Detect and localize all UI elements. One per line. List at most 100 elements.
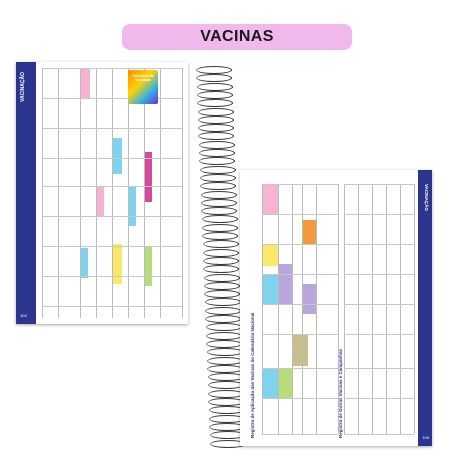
grid-row	[262, 214, 338, 215]
spiral-ring	[199, 149, 236, 157]
spiral-ring	[204, 290, 241, 299]
spiral-ring	[206, 339, 243, 348]
spiral-ring	[205, 323, 242, 332]
spiral-ring	[205, 306, 242, 315]
grid-row	[344, 244, 414, 245]
right-band-label: VACINAÇÃO	[424, 184, 429, 211]
grid-row	[262, 304, 338, 305]
spiral-ring	[196, 66, 232, 74]
grid-col	[302, 184, 303, 434]
grid-cell-cyan	[112, 138, 122, 174]
grid-cell-pink	[80, 68, 90, 98]
spiral-ring	[196, 74, 233, 83]
grid-col	[316, 184, 317, 434]
grid-col	[278, 184, 279, 434]
grid-cell-cyan-2	[128, 186, 136, 226]
right-vaccine-grid-lower	[344, 184, 415, 435]
grid-col	[262, 184, 263, 434]
spiral-binding-icon	[190, 62, 250, 448]
left-page-band: VACINAÇÃO 104	[16, 62, 36, 324]
grid-col	[372, 184, 373, 434]
grid-col	[338, 184, 339, 434]
grid-cell-green	[144, 246, 152, 286]
spiral-ring	[204, 281, 241, 290]
spiral-ring	[197, 99, 234, 108]
spiral-ring	[204, 298, 241, 307]
spiral-ring	[198, 140, 235, 149]
spiral-ring	[207, 381, 244, 390]
grid-cell-yellow	[262, 244, 278, 266]
grid-col	[358, 184, 359, 434]
spiral-ring	[197, 115, 234, 124]
grid-row	[344, 184, 414, 185]
left-page-title: Registro de Aplicação das Vacinas do Cal…	[20, 174, 25, 300]
spiral-ring	[202, 232, 239, 240]
grid-row	[42, 276, 182, 277]
grid-col	[58, 68, 59, 318]
spiral-ring	[200, 198, 237, 207]
cover-illustration	[128, 70, 158, 104]
spiral-ring	[198, 132, 235, 141]
grid-col	[80, 68, 81, 318]
spiral-ring	[207, 364, 244, 373]
spiral-ring	[208, 389, 245, 398]
spiral-ring	[202, 248, 239, 257]
grid-cell-green	[278, 368, 292, 398]
grid-col	[112, 68, 113, 318]
spiral-ring	[196, 82, 233, 91]
spiral-ring	[203, 273, 240, 282]
grid-cell-purple-2	[302, 284, 316, 314]
spiral-ring	[199, 157, 236, 166]
grid-row	[262, 244, 338, 245]
grid-row	[262, 334, 338, 335]
spiral-ring	[206, 356, 243, 365]
spiral-ring	[196, 90, 233, 99]
grid-col	[386, 184, 387, 434]
grid-cell-cyan-2	[262, 368, 278, 398]
grid-row	[42, 98, 182, 99]
grid-col	[96, 68, 97, 318]
spiral-ring	[203, 265, 240, 274]
spiral-ring	[201, 207, 238, 216]
grid-col	[182, 68, 183, 318]
grid-row	[42, 68, 182, 69]
spiral-ring	[201, 215, 238, 224]
banner-title: VACINAS	[200, 28, 274, 45]
spiral-ring	[197, 107, 234, 116]
spiral-ring	[201, 223, 238, 232]
grid-row	[262, 368, 338, 369]
grid-row	[344, 274, 414, 275]
grid-row	[42, 186, 182, 187]
grid-row	[262, 434, 338, 435]
left-vaccine-grid	[42, 68, 183, 318]
left-page: VACINAÇÃO 104	[16, 62, 188, 324]
grid-row	[344, 398, 414, 399]
grid-row	[262, 184, 338, 185]
spiral-ring	[198, 124, 235, 133]
grid-col	[128, 68, 129, 318]
grid-cell-magenta	[144, 152, 152, 202]
right-page-title-lower: Registro de Outras Vacinas e Campanhas	[338, 348, 343, 438]
grid-col	[42, 68, 43, 318]
grid-row	[42, 246, 182, 247]
grid-cell-pink-2	[96, 186, 104, 216]
spiral-ring	[203, 256, 240, 265]
title-banner: VACINAS	[122, 24, 352, 50]
left-page-number: 104	[20, 313, 27, 318]
grid-col	[344, 184, 345, 434]
right-page: VACINAÇÃO 105	[240, 170, 432, 446]
cover-label: Calendário de Vacinação	[132, 74, 154, 82]
grid-row	[42, 216, 182, 217]
spiral-ring	[199, 165, 236, 174]
grid-row	[42, 158, 182, 159]
spiral-ring	[205, 331, 242, 340]
grid-row	[344, 434, 414, 435]
grid-row	[344, 368, 414, 369]
grid-row	[262, 274, 338, 275]
spiral-ring	[200, 173, 237, 182]
grid-col	[292, 184, 293, 434]
spiral-ring	[207, 373, 244, 382]
right-vaccine-grid-upper	[262, 184, 339, 435]
grid-cell-cyan-3	[80, 248, 88, 278]
